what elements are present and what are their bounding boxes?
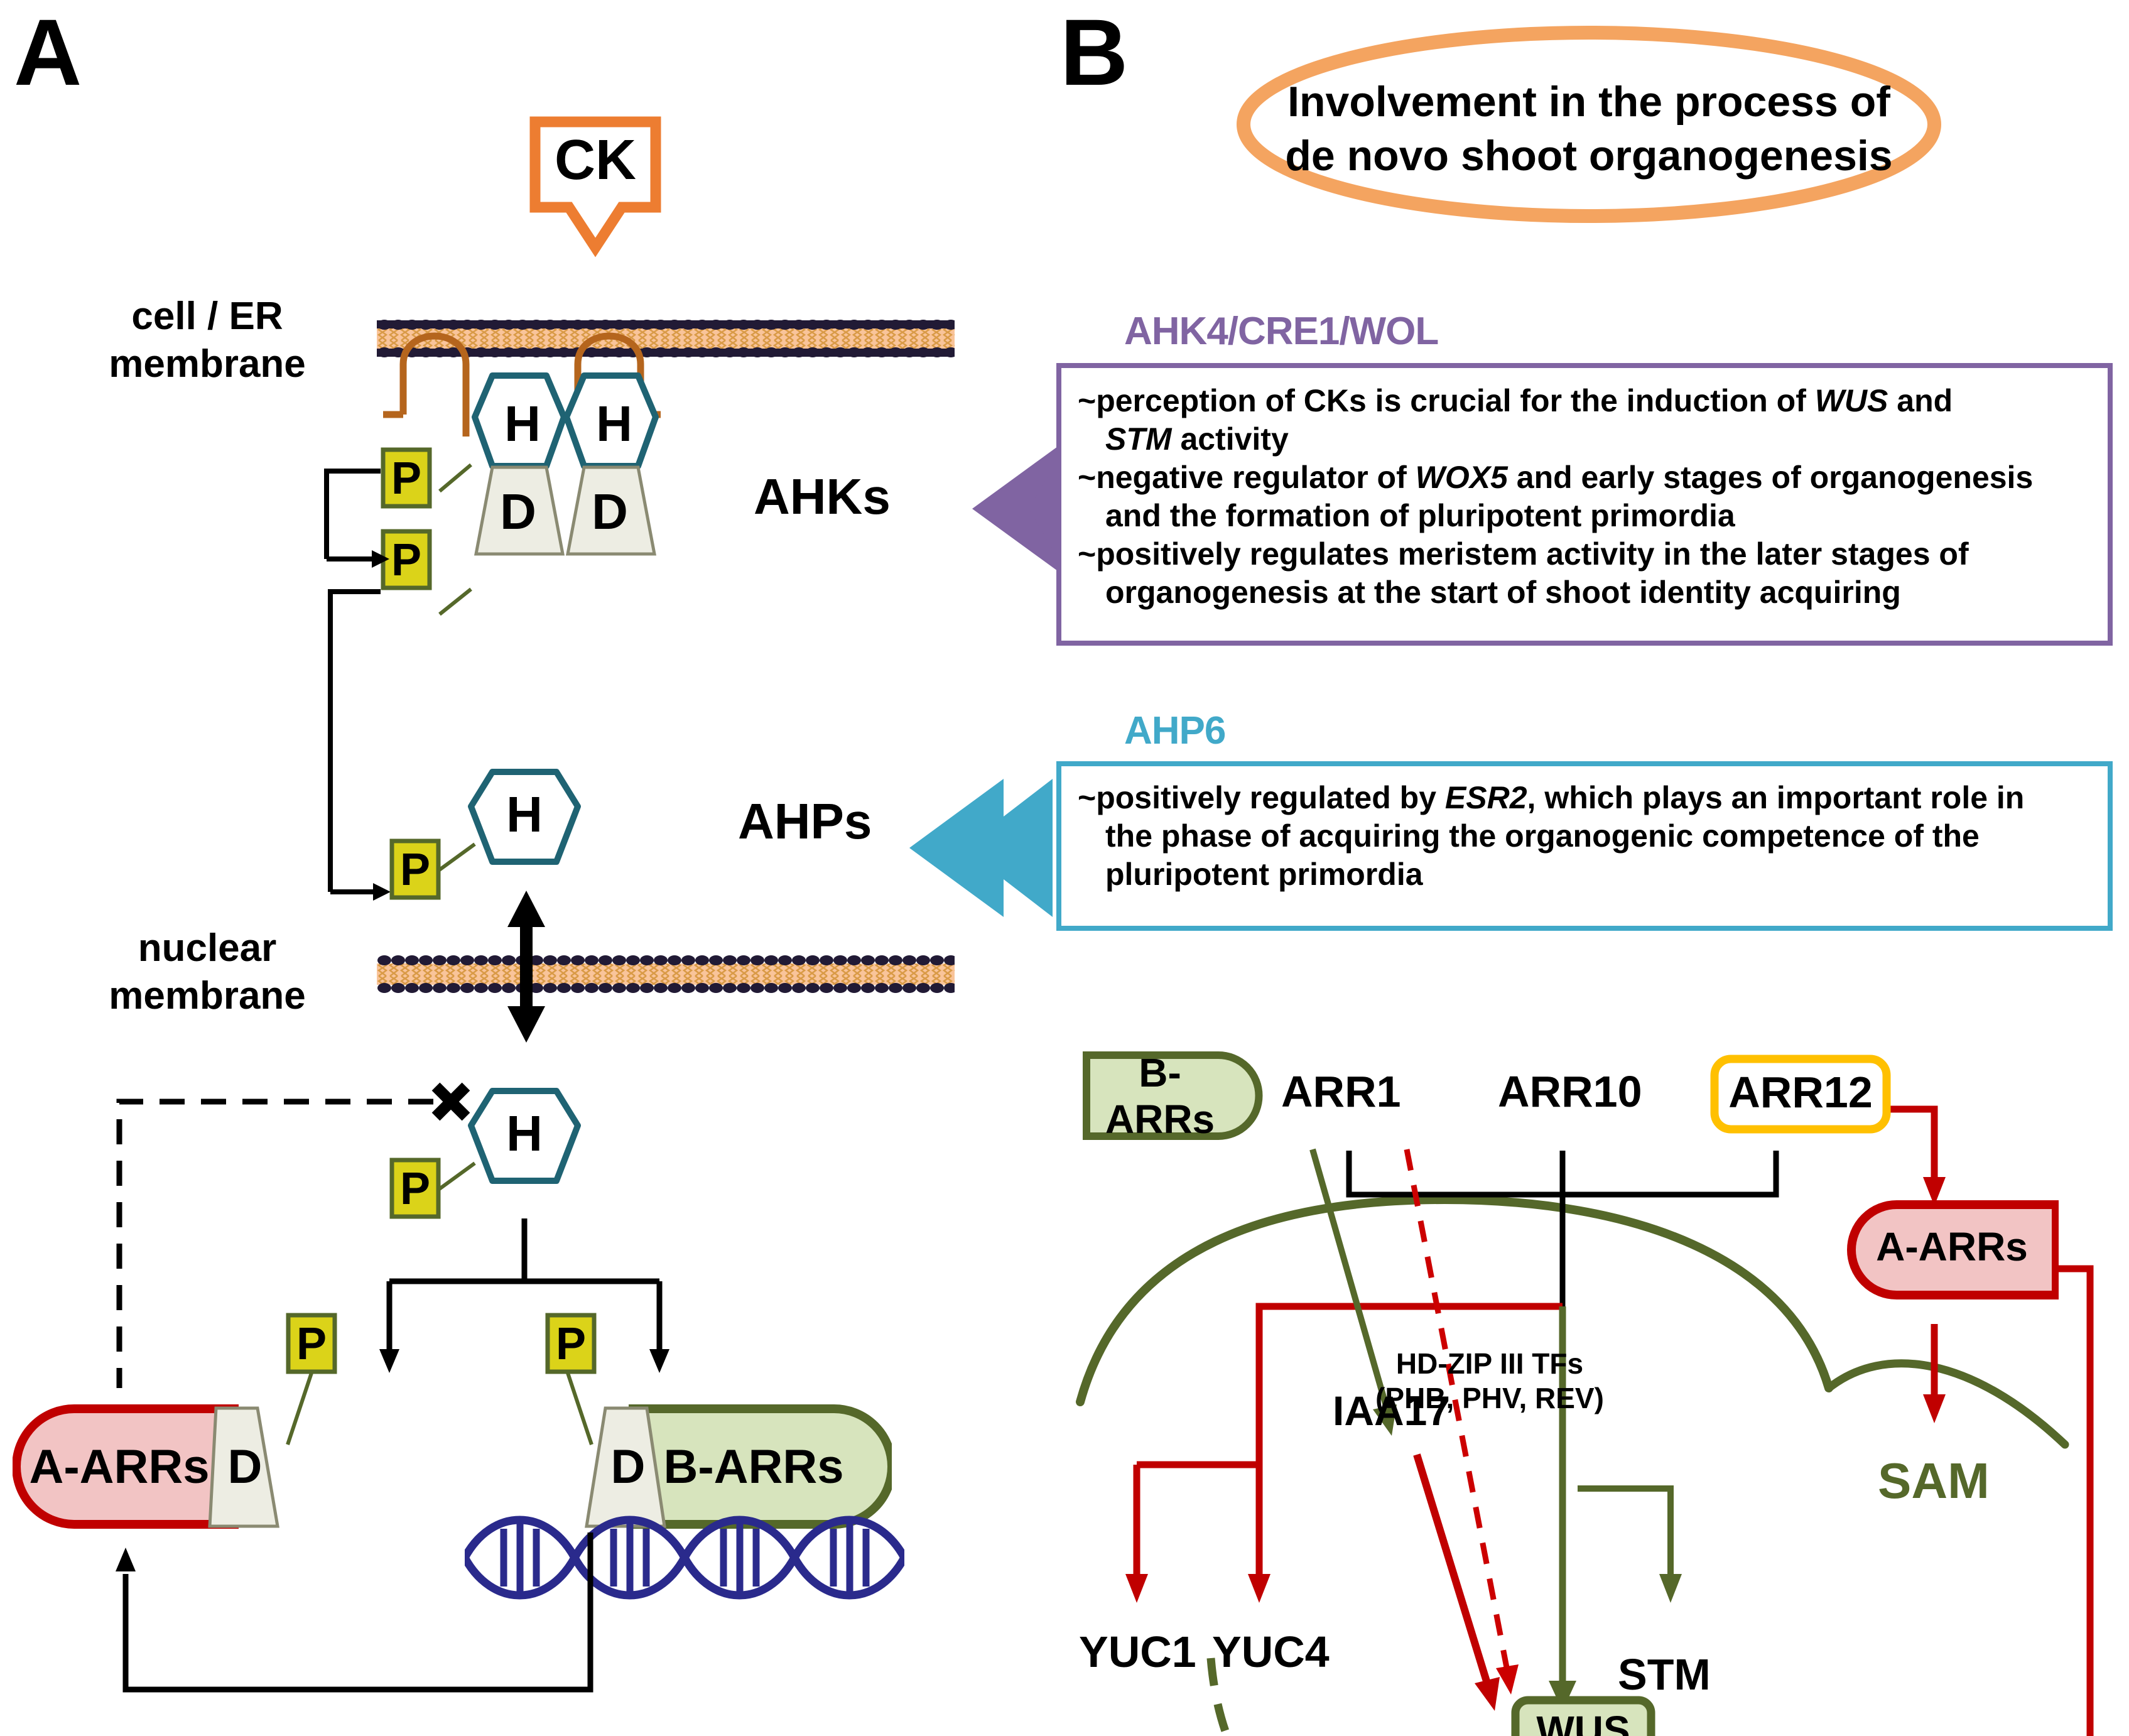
receptor-h2-label: H bbox=[596, 396, 632, 452]
network-b-arrs-label: B-ARRs bbox=[1105, 1050, 1215, 1142]
ahp6-callout-title: AHP6 bbox=[1124, 709, 1226, 752]
network-wus-box-shape bbox=[1511, 1696, 1655, 1736]
b-arrs-to-a-arrs-feedback-arrow bbox=[107, 1533, 597, 1715]
panel-b-letter: B bbox=[1060, 0, 1129, 105]
a-arrs-phospho-connector bbox=[276, 1369, 339, 1451]
nuclear-membrane-label: nuclear membrane bbox=[69, 925, 345, 1019]
phosphorelay-arrows bbox=[207, 452, 433, 930]
phospho-box-ahp-cyto bbox=[389, 838, 441, 900]
network-yuc1-label: YUC1 bbox=[1079, 1627, 1196, 1676]
network-arr10-label: ARR10 bbox=[1498, 1067, 1642, 1116]
network-arr12-label: ARR12 bbox=[1728, 1068, 1873, 1117]
nuclear-membrane-bilayer bbox=[377, 955, 955, 994]
phospho-relay-connectors bbox=[402, 440, 528, 641]
ahk4-line-6: organogenesis at the start of shoot iden… bbox=[1105, 575, 1901, 610]
nuclear-transport-double-arrow bbox=[496, 891, 556, 1043]
network-a-arrs-capsule bbox=[1845, 1200, 2059, 1300]
a-arrs-capsule bbox=[13, 1404, 239, 1529]
network-b-arrs-tag bbox=[1081, 1050, 1264, 1141]
network-wus-label: WUS bbox=[1536, 1708, 1630, 1736]
ahp-nuclear-h-label: H bbox=[506, 1105, 543, 1161]
ahks-label: AHKs bbox=[754, 469, 891, 524]
ahk4-callout-box bbox=[1056, 363, 2113, 646]
panel-a-letter: A bbox=[14, 0, 82, 105]
ahp6-callout-chevron-icon bbox=[909, 779, 1054, 917]
network-sam-label: SAM bbox=[1878, 1453, 1990, 1509]
receptor-d2-label: D bbox=[592, 484, 628, 540]
ahp-nuclear-hexagon bbox=[465, 1087, 584, 1206]
headline-line2: de novo shoot organogenesis bbox=[1285, 131, 1893, 180]
nuclear-membrane-label-line1: nuclear bbox=[138, 926, 277, 970]
ahk-receptor-dimer bbox=[465, 372, 666, 598]
ahk4-line-3: ~negative regulator of WOX5 and early st… bbox=[1078, 460, 2034, 495]
ahk4-callout-title: AHK4/CRE1/WOL bbox=[1124, 310, 1439, 353]
headline-line1: Involvement in the process of bbox=[1287, 78, 1890, 126]
b-arrs-phospho-connector bbox=[553, 1369, 615, 1451]
ahp6-line-1: ~positively regulated by ESR2, which pla… bbox=[1078, 780, 2025, 815]
ck-label: CK bbox=[555, 128, 636, 192]
b-arrs-label: B-ARRs bbox=[663, 1440, 844, 1494]
phospho-box-receptor-h-label: P bbox=[391, 453, 422, 504]
b-arrs-receiver-domain bbox=[584, 1406, 672, 1529]
a-arrs-receiver-d-label: D bbox=[227, 1440, 263, 1494]
ahp6-callout-box bbox=[1056, 761, 2113, 931]
nuclear-membrane-label-line2: membrane bbox=[109, 974, 306, 1017]
ahp6-line-2: the phase of acquiring the organogenic c… bbox=[1105, 818, 1980, 854]
network-yuc4-label: YUC4 bbox=[1212, 1627, 1330, 1676]
ahp-cytoplasmic-h-label: H bbox=[506, 786, 543, 842]
network-arr12-box bbox=[1709, 1054, 1892, 1134]
ahk4-callout-body: ~perception of CKs is crucial for the in… bbox=[1078, 382, 2095, 612]
phospho-box-a-arrs bbox=[286, 1313, 337, 1374]
ahp6-callout-body: ~positively regulated by ESR2, which pla… bbox=[1078, 779, 2095, 894]
dna-double-helix bbox=[465, 1507, 904, 1608]
ahk4-line-5: ~positively regulates meristem activity … bbox=[1078, 536, 1969, 572]
phospho-box-a-arrs-label: P bbox=[296, 1319, 327, 1369]
network-hdzip-caption: HD-ZIP III TFs (PHB, PHV, REV) bbox=[1333, 1347, 1647, 1416]
a-arrs-receiver-domain bbox=[207, 1406, 295, 1529]
ahk4-line-4: and the formation of pluripotent primord… bbox=[1105, 498, 1735, 533]
inhibition-x-marker bbox=[427, 1078, 475, 1126]
phospho-box-b-arrs-label: P bbox=[555, 1319, 587, 1369]
ahps-label: AHPs bbox=[738, 793, 872, 849]
phospho-box-b-arrs bbox=[545, 1313, 597, 1374]
phospho-box-ahp-nuc bbox=[389, 1158, 441, 1219]
ahk4-line-1: ~perception of CKs is crucial for the in… bbox=[1078, 383, 1953, 418]
receptor-d1-label: D bbox=[500, 484, 536, 540]
ahp6-line-3: pluripotent primordia bbox=[1105, 857, 1423, 892]
cell-er-membrane-label-line2: membrane bbox=[109, 342, 306, 386]
ahp-to-arr-branch-arrows bbox=[264, 1218, 703, 1407]
receptor-h1-label: H bbox=[504, 396, 541, 452]
headline-text: Involvement in the process of de novo sh… bbox=[1250, 75, 1928, 183]
phospho-box-ahp-nuc-label: P bbox=[399, 1164, 431, 1214]
network-arr1-label: ARR1 bbox=[1281, 1067, 1401, 1116]
a-arr-inhibition-dashed-path bbox=[94, 1093, 446, 1394]
ahp-cytoplasmic-hexagon bbox=[465, 768, 584, 887]
a-arrs-label: A-ARRs bbox=[29, 1440, 210, 1494]
ck-ligand-arrow bbox=[526, 113, 664, 258]
network-stm-label: STM bbox=[1618, 1650, 1711, 1699]
ahk4-line-2: STM activity bbox=[1105, 421, 1289, 457]
phospho-box-receptor-h bbox=[381, 447, 432, 509]
phospho-box-ahp-cyto-label: P bbox=[399, 845, 431, 895]
network-hdzip-line2: (PHB, PHV, REV) bbox=[1375, 1382, 1604, 1415]
cell-er-membrane-label-line1: cell / ER bbox=[131, 295, 283, 338]
headline-ellipse bbox=[1231, 24, 1947, 225]
network-a-arrs-label: A-ARRs bbox=[1876, 1224, 2028, 1269]
network-hdzip-line1: HD-ZIP III TFs bbox=[1395, 1347, 1584, 1380]
phospho-box-receptor-d-label: P bbox=[391, 535, 422, 585]
cell-er-membrane-label: cell / ER membrane bbox=[69, 293, 345, 388]
b-arrs-receiver-d-label: D bbox=[610, 1440, 646, 1494]
network-iaa17-label: IAA17 bbox=[1333, 1387, 1451, 1434]
cell-membrane-bilayer bbox=[377, 319, 955, 358]
